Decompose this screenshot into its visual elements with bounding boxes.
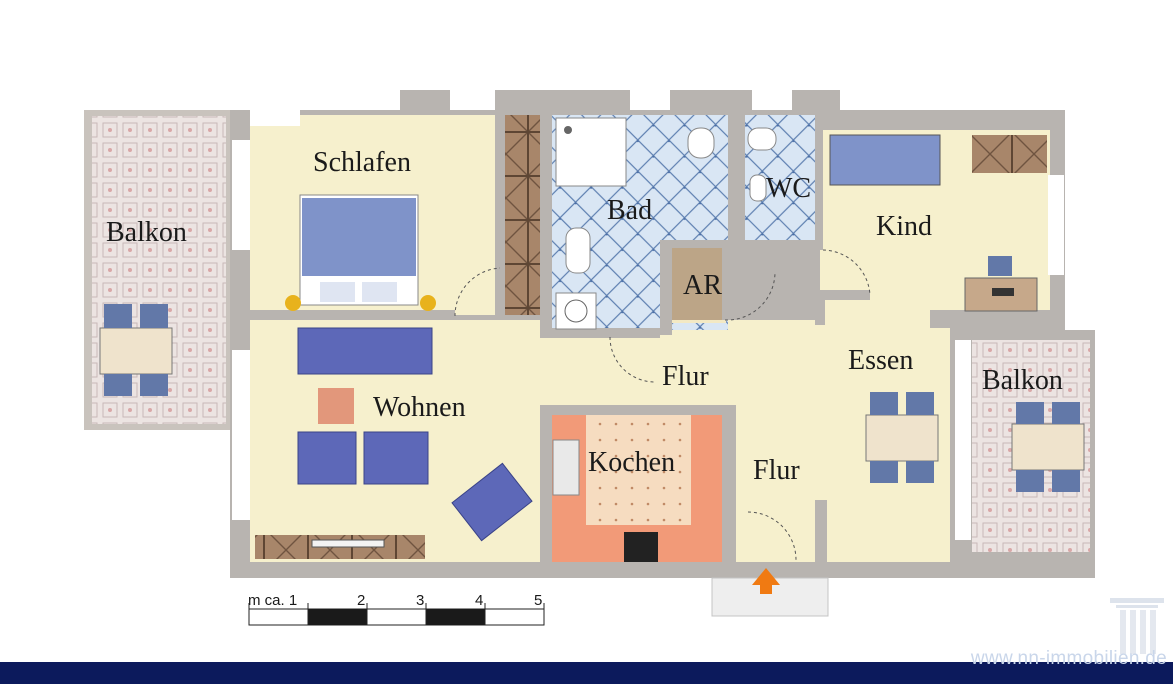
room-label-balkon-right: Balkon <box>982 365 1063 396</box>
website-url: www.nn-immobilien.de <box>970 648 1167 669</box>
kid-bed <box>829 134 941 186</box>
stove <box>624 532 658 562</box>
entrance-arrow-icon <box>752 568 780 594</box>
scale-bar: m ca. 1 2 3 4 5 <box>248 592 545 626</box>
sink-icon <box>749 174 767 202</box>
armchair <box>363 431 429 485</box>
armchair <box>451 462 533 542</box>
balcony-table <box>1011 423 1085 471</box>
room-label-kochen: Kochen <box>588 447 675 478</box>
washing-machine <box>555 292 597 330</box>
toilet-icon <box>687 127 715 159</box>
scale-tick-label: 3 <box>416 592 424 609</box>
footer-bar <box>0 662 1173 684</box>
sink-icon <box>565 227 591 274</box>
toilet-icon <box>747 127 777 151</box>
room-label-wc: WC <box>766 173 811 204</box>
scale-tick-label: 5 <box>534 592 542 609</box>
door-swings <box>454 249 871 561</box>
room-label-schlafen: Schlafen <box>313 147 411 178</box>
scale-tick-label: 2 <box>357 592 365 609</box>
room-label-flur-top: Flur <box>662 361 709 392</box>
lamp-icon <box>420 295 436 311</box>
furniture <box>99 115 1085 562</box>
sofa <box>297 327 433 375</box>
scale-tick-label: 4 <box>475 592 483 609</box>
room-label-wohnen: Wohnen <box>373 392 466 423</box>
dining-table <box>865 414 939 462</box>
room-label-kind: Kind <box>876 211 932 242</box>
room-label-ar: AR <box>683 270 722 301</box>
essen-floor <box>820 320 950 400</box>
armchair <box>297 431 357 485</box>
room-label-flur-bottom: Flur <box>753 455 800 486</box>
balcony-table <box>99 327 173 375</box>
room-label-bad: Bad <box>607 195 652 226</box>
company-logo-icon <box>1110 598 1164 654</box>
kitchen-sink <box>552 439 580 496</box>
kid-wardrobe <box>972 135 1047 173</box>
lamp-icon <box>285 295 301 311</box>
wardrobe <box>505 115 540 315</box>
coffee-table <box>318 388 354 424</box>
room-label-essen: Essen <box>848 345 913 376</box>
scale-unit-label: m ca. 1 <box>248 592 297 609</box>
bed-blanket <box>302 198 416 276</box>
room-label-balkon-left: Balkon <box>106 217 187 248</box>
